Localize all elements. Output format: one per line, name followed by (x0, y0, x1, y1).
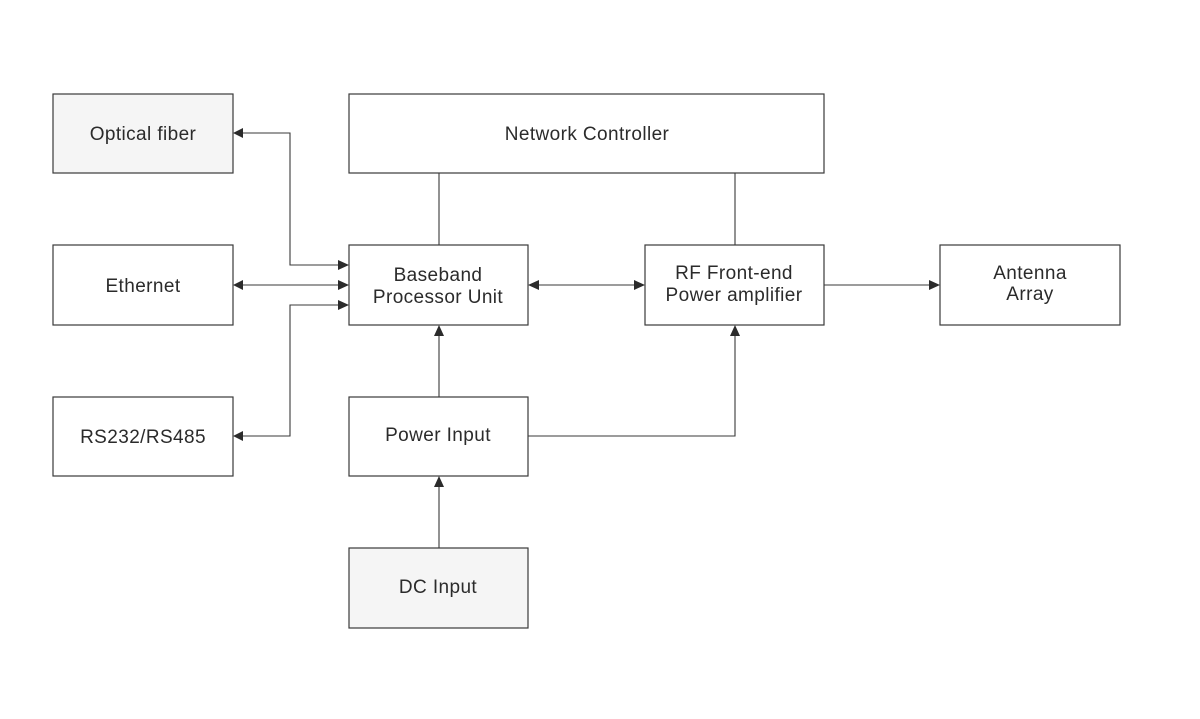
block-power-input: Power Input (348, 396, 529, 477)
arrowhead-baseband-from-optical (338, 260, 349, 270)
arrowhead-rf-from-power (730, 325, 740, 336)
arrowhead-baseband-from-rf (528, 280, 539, 290)
arrowhead-rs232 (233, 431, 243, 441)
block-rf-front-end-label-line2: Power amplifier (666, 285, 803, 306)
arrowhead-antenna (929, 280, 940, 290)
arrowhead-ethernet (233, 280, 243, 290)
block-network-controller: Network Controller (348, 93, 825, 174)
block-rf-front-end-label-line1: RF Front-end (675, 263, 793, 284)
block-power-input-label: Power Input (385, 425, 491, 446)
block-ethernet: Ethernet (52, 244, 234, 326)
block-antenna-label-line1: Antenna (993, 263, 1067, 284)
connector-power-baseband (434, 325, 444, 397)
block-rs232-rs485-label: RS232/RS485 (80, 427, 206, 448)
connector-rs232-baseband (233, 300, 349, 441)
connector-baseband-rf (528, 280, 645, 290)
block-baseband-label-line1: Baseband (394, 265, 483, 286)
connector-optical-fiber-baseband (233, 128, 349, 270)
block-antenna-array: Antenna Array (939, 244, 1121, 326)
block-dc-input-label: DC Input (399, 577, 478, 598)
arrowhead-baseband-from-power (434, 325, 444, 336)
block-optical-fiber-label: Optical fiber (90, 124, 197, 145)
block-optical-fiber: Optical fiber (52, 93, 234, 174)
arrowhead-rf-from-baseband (634, 280, 645, 290)
block-antenna-label-line2: Array (1006, 284, 1053, 305)
block-ethernet-label: Ethernet (105, 276, 180, 297)
connector-rf-antenna (824, 280, 940, 290)
connector-ethernet-baseband (233, 280, 349, 290)
block-baseband-label-line2: Processor Unit (373, 287, 504, 308)
connector-dc-power (434, 476, 444, 548)
connector-power-rf (528, 325, 740, 437)
block-rf-front-end: RF Front-end Power amplifier (644, 244, 825, 326)
block-baseband-processor-unit: Baseband Processor Unit (348, 244, 529, 326)
arrowhead-baseband-from-rs232 (338, 300, 349, 310)
block-network-controller-label: Network Controller (505, 124, 670, 145)
arrowhead-power-from-dc (434, 476, 444, 487)
arrowhead-baseband-from-ethernet (338, 280, 349, 290)
arrowhead-optical-fiber (233, 128, 243, 138)
block-dc-input: DC Input (348, 547, 529, 629)
block-rs232-rs485: RS232/RS485 (52, 396, 234, 477)
